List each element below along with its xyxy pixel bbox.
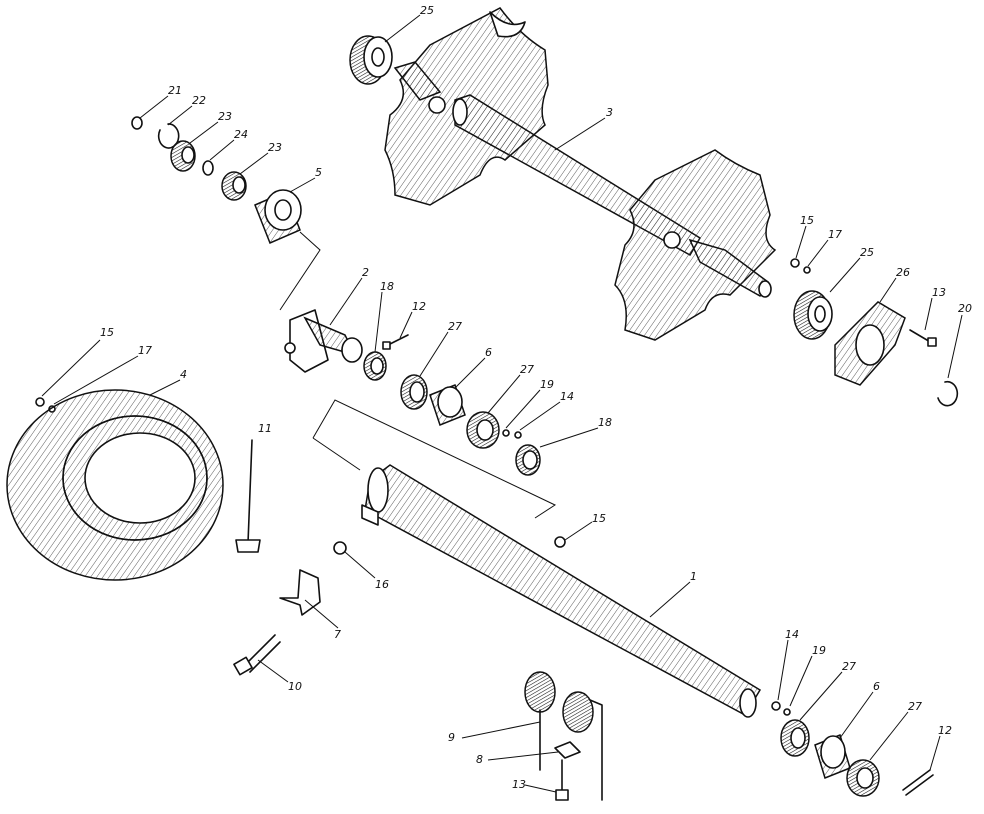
label-17-b: 17 (138, 344, 152, 357)
label-18-a: 18 (380, 280, 394, 293)
collar-27-c (780, 719, 810, 757)
label-25-a: 25 (420, 4, 434, 17)
plate-8 (554, 741, 581, 759)
label-18-b: 18 (598, 416, 612, 429)
bracket-2 (284, 309, 363, 373)
label-3: 3 (606, 106, 613, 119)
label-8: 8 (476, 753, 483, 766)
label-13-b: 13 (512, 778, 526, 791)
label-19-b: 19 (812, 644, 826, 657)
label-27-d: 27 (908, 700, 922, 713)
label-1: 1 (690, 570, 697, 583)
label-11: 11 (258, 422, 272, 435)
label-6-b: 6 (873, 680, 880, 693)
label-6-a: 6 (485, 346, 492, 359)
bolt-13-b (555, 759, 569, 801)
label-19-a: 19 (540, 378, 554, 391)
ring-frame-4 (6, 389, 224, 581)
bearing-25-lower (793, 290, 833, 340)
ring-18-b (515, 444, 541, 476)
label-16: 16 (375, 578, 389, 591)
nut-16 (333, 541, 347, 555)
collar-27-a (400, 374, 428, 410)
bolt-10 (233, 634, 281, 676)
nut-15-c (554, 536, 566, 548)
label-22: 22 (192, 94, 206, 107)
nut-14-a (514, 431, 522, 439)
flange-housing-26 (834, 301, 906, 386)
label-24: 24 (234, 128, 248, 141)
label-15-a: 15 (800, 214, 814, 227)
label-9: 9 (448, 731, 455, 744)
label-5: 5 (315, 166, 322, 179)
label-23-a: 23 (218, 110, 232, 123)
label-25-b: 25 (860, 246, 874, 259)
label-7: 7 (334, 628, 341, 641)
label-10: 10 (288, 680, 302, 693)
label-27-c: 27 (842, 660, 856, 673)
bolt-13-a (909, 329, 937, 347)
bearing-23-b (221, 171, 247, 201)
bearing-25-upper (349, 35, 393, 85)
bolt-11 (235, 439, 261, 553)
bearing-23-a (170, 140, 196, 172)
tube-1 (361, 464, 762, 718)
shaft-assembly-3 (384, 7, 777, 341)
label-20: 20 (958, 302, 972, 315)
nut-14-b (771, 701, 781, 711)
label-2: 2 (362, 266, 369, 279)
label-17-a: 17 (828, 228, 842, 241)
spring-9 (524, 671, 603, 801)
label-14-b: 14 (785, 628, 799, 641)
label-13-a: 13 (932, 286, 946, 299)
washer-17-a (803, 266, 811, 274)
bushing-5 (254, 189, 302, 244)
label-27-b: 27 (520, 363, 534, 376)
circlip-21 (131, 116, 143, 130)
label-14-a: 14 (560, 390, 574, 403)
label-12-b: 12 (938, 724, 952, 737)
collar-27-d (846, 759, 880, 797)
label-12-a: 12 (412, 300, 426, 313)
nut-15-b (35, 397, 45, 407)
nut-15-a (790, 258, 800, 268)
sleeve-6-a (429, 384, 466, 426)
label-21: 21 (168, 84, 182, 97)
bolt-12-b (902, 769, 934, 796)
label-15-c: 15 (592, 512, 606, 525)
label-27-a: 27 (448, 320, 462, 333)
circlip-20 (937, 380, 959, 407)
label-23-b: 23 (268, 141, 282, 154)
label-26: 26 (896, 266, 910, 279)
collar-27-b (466, 411, 500, 449)
washer-19-b (783, 708, 791, 716)
ring-24 (202, 160, 214, 176)
ring-18-a (363, 351, 387, 381)
sleeve-6-b (814, 733, 851, 780)
label-15-b: 15 (100, 326, 114, 339)
callout-labels: 25 21 22 23 24 23 5 3 15 17 25 26 13 20 … (41, 4, 972, 793)
washer-19-a (502, 429, 510, 437)
label-4: 4 (180, 368, 187, 381)
bolt-12-a (382, 334, 409, 350)
